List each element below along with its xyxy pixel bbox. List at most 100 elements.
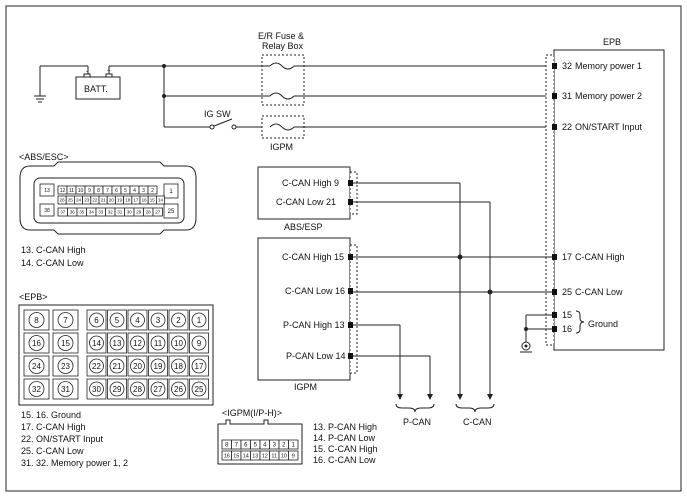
pin-number: 17: [195, 362, 204, 371]
outer-frame: [5, 5, 682, 492]
pin-number: 11: [69, 188, 74, 194]
pin-number: 3: [142, 188, 145, 194]
pin-number: 21: [101, 198, 107, 203]
igpm-pin: 5: [250, 439, 261, 450]
igpm-pin-c-can-low: C-CAN Low 16: [285, 286, 345, 296]
pin-number: 23: [84, 198, 90, 203]
pin-number: 4: [263, 443, 267, 449]
epb-pin: 24: [23, 355, 50, 377]
igpm-pin: 3: [269, 439, 280, 450]
epb-pin-label: ON/START Input: [575, 122, 643, 132]
epb-pin: 15: [52, 332, 79, 354]
epb-pin-number: 15: [562, 310, 572, 320]
pin-number: 23: [61, 362, 70, 371]
epb-pin-25: 25 C-CAN Low: [552, 287, 623, 297]
epb-pin: 12: [127, 332, 148, 354]
pin-number: 25: [168, 209, 175, 215]
epb-pin-number: 32: [562, 61, 572, 71]
abs-pin: 29: [133, 207, 144, 217]
epb-pin: 25: [189, 378, 209, 400]
pin-number: 9: [88, 188, 91, 194]
epb-pin: 7: [52, 309, 79, 331]
epb-pin: 9: [189, 332, 209, 354]
abs-pin: 7: [102, 185, 113, 195]
pin-number: 37: [60, 210, 66, 215]
epb-pin-number: 17: [562, 252, 572, 262]
igpm-legend-line: 13. P-CAN High: [313, 422, 377, 432]
pin-number: 27: [155, 210, 161, 215]
epb-pin: 28: [127, 378, 148, 400]
epb-pin: 8: [23, 309, 50, 331]
pin-number: 13: [44, 188, 50, 194]
epb-pin: 26: [168, 378, 189, 400]
igpm-pin: 9: [288, 450, 299, 461]
epb-pin-label: C-CAN High: [575, 252, 625, 262]
abs-pin: 9: [84, 185, 95, 195]
igpm-pin: 12: [259, 450, 270, 461]
abs-pin: 22: [90, 195, 100, 205]
igpm-fuse: IGPM: [261, 115, 305, 152]
abs-pin: 35: [76, 207, 87, 217]
abs-pin: 25: [65, 195, 75, 205]
abs-pin: 33: [95, 207, 106, 217]
pin-number: 7: [235, 443, 239, 449]
svg-text:-: -: [86, 69, 88, 75]
pin-number: 20: [133, 362, 142, 371]
pin-number: 32: [108, 210, 114, 215]
igpm-pin: 11: [269, 450, 280, 461]
pin-number: 1: [197, 316, 202, 325]
fuse-box-label-1: E/R Fuse &: [258, 31, 304, 41]
pin-number: 12: [60, 188, 66, 194]
pin-number: 18: [174, 362, 183, 371]
pin-number: 13: [252, 453, 258, 459]
epb-pin: 13: [107, 332, 127, 354]
c-can-label: C-CAN: [463, 417, 492, 427]
igpm-pin: 15: [231, 450, 242, 461]
pin-number: 31: [61, 385, 70, 394]
battery: [75, 76, 121, 100]
abs-pin: 17: [131, 195, 141, 205]
abs-legend-line: 14. C-CAN Low: [21, 258, 84, 268]
pin-number: 5: [254, 443, 258, 449]
epb-legend-line: 17. C-CAN High: [21, 422, 86, 432]
epb-pin: 2: [168, 309, 189, 331]
epb-pin-31: 31 Memory power 2: [552, 91, 642, 101]
igpm-pin: 13: [250, 450, 261, 461]
epb-pin: 29: [107, 378, 127, 400]
igpm-fuse-label: IGPM: [270, 142, 293, 152]
pin-number: 7: [63, 316, 68, 325]
pin-number: 17: [133, 198, 139, 203]
abs-pin: 34: [86, 207, 97, 217]
pin-number: 7: [106, 188, 109, 194]
abs-pin: 28: [143, 207, 154, 217]
epb-pin-32: 32 Memory power 1: [552, 61, 642, 71]
pin-number: 16: [142, 198, 148, 203]
pin-number: 16: [224, 453, 230, 459]
igpm-connector-title: <IGPM(I/P-H)>: [222, 408, 282, 418]
pin-number: 12: [262, 453, 268, 459]
pin-number: 8: [225, 443, 229, 449]
abs-pin: 10: [75, 185, 86, 195]
abs-pin: 37: [57, 207, 68, 217]
pin-number: 21: [113, 362, 122, 371]
pin-number: 36: [70, 210, 76, 215]
epb-pin: 14: [86, 332, 107, 354]
abs-pin: 5: [120, 185, 131, 195]
epb-pin: 31: [52, 378, 79, 400]
pin-number: 24: [32, 362, 41, 371]
abs-pin: 4: [129, 185, 140, 195]
abs-pin: 15: [147, 195, 157, 205]
abs-pin: 38: [39, 203, 55, 217]
pin-number: 16: [32, 339, 41, 348]
pin-number: 27: [154, 385, 163, 394]
pin-number: 13: [113, 339, 122, 348]
epb-box-title: EPB: [603, 37, 621, 47]
igpm-pin: 14: [240, 450, 251, 461]
epb-pin: 21: [107, 355, 127, 377]
pin-number: 3: [273, 443, 277, 449]
pin-number: 5: [124, 188, 127, 194]
pin-number: 1: [292, 443, 296, 449]
epb-module: EPB 32 Memory power 1 31 Memory power 2 …: [545, 37, 665, 351]
